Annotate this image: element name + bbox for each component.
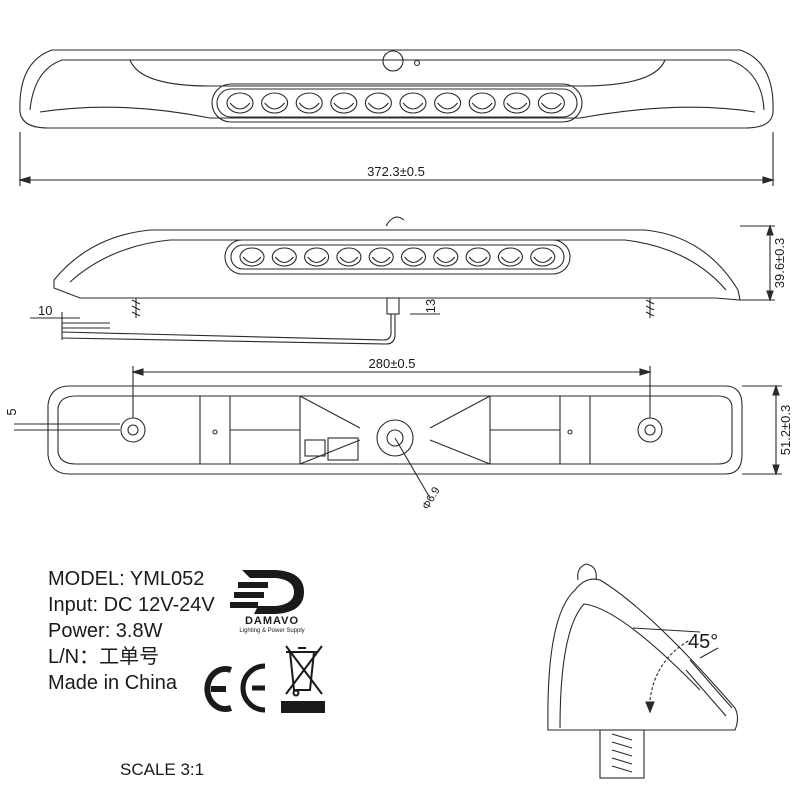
led-lens-detail xyxy=(471,102,493,110)
led-lens xyxy=(537,92,565,114)
bottom-dimensions xyxy=(14,366,782,499)
led-lens xyxy=(400,247,427,267)
led-lens xyxy=(468,92,496,114)
led-lens-detail xyxy=(500,256,520,264)
damavo-logo: DAMAVO Lighting & Power Supply xyxy=(230,570,305,634)
led-lens-detail xyxy=(533,256,553,264)
led-lens xyxy=(530,247,556,267)
top-length-label: 372.3±0.5 xyxy=(367,164,425,179)
led-lens-detail xyxy=(437,102,459,110)
led-lens-detail xyxy=(274,256,294,264)
spec-list: MODEL: YML052 Input: DC 12V-24V Power: 3… xyxy=(48,566,215,696)
led-lens xyxy=(433,247,459,267)
brand-tagline: Lighting & Power Supply xyxy=(239,628,304,634)
led-lens xyxy=(295,92,323,114)
spec-origin: Made in China xyxy=(48,672,177,694)
side-height-label: 39.6±0.3 xyxy=(772,238,787,289)
top-view xyxy=(19,49,774,129)
top-length-dimension xyxy=(18,132,775,186)
led-lens-detail xyxy=(229,102,251,110)
led-lens xyxy=(330,92,358,114)
led-lens xyxy=(503,92,531,114)
led-lens xyxy=(497,247,523,267)
led-lens xyxy=(434,92,462,114)
led-lens-detail xyxy=(264,102,286,110)
led-lens-detail xyxy=(468,256,488,264)
uk-ca-mark-icon xyxy=(204,666,233,712)
led-lens xyxy=(239,247,265,267)
ce-mark-icon xyxy=(240,663,266,713)
bottom-spacing-label: 280±0.5 xyxy=(369,356,416,371)
weee-crossed-bin-icon xyxy=(281,645,325,713)
side-view xyxy=(53,216,741,345)
center-cable-hole xyxy=(376,419,414,457)
angle-label: 45° xyxy=(688,631,718,653)
led-lens-detail xyxy=(307,256,327,264)
side-lead-label: 10 xyxy=(38,303,52,318)
led-lens-detail xyxy=(404,256,423,264)
side-led-row xyxy=(239,247,556,267)
bottom-offset-label: 5 xyxy=(4,408,19,415)
brand-name: DAMAVO xyxy=(245,615,299,627)
led-lens xyxy=(399,92,427,114)
led-lens-detail xyxy=(540,102,562,110)
led-lens-detail xyxy=(506,102,528,110)
left-mount-hole xyxy=(120,417,146,443)
led-lens xyxy=(368,247,394,267)
spec-input: Input: DC 12V-24V xyxy=(48,594,215,616)
led-lens xyxy=(261,92,289,114)
led-lens-detail xyxy=(371,256,391,264)
led-lens-detail xyxy=(333,102,355,110)
led-lens xyxy=(304,247,330,267)
bottom-view xyxy=(47,385,743,475)
led-lens xyxy=(364,92,392,114)
led-lens-detail xyxy=(298,102,320,110)
led-lens xyxy=(271,247,297,267)
spec-power: Power: 3.8W xyxy=(48,620,163,642)
bottom-height-label: 51.2±0.3 xyxy=(778,405,793,456)
scale-label: SCALE 3:1 xyxy=(120,760,205,779)
side-dimensions xyxy=(30,224,775,340)
spec-ln: L/N：工单号 xyxy=(48,646,160,668)
d-logo-icon xyxy=(230,570,304,614)
top-led-row xyxy=(226,92,565,114)
led-lens-detail xyxy=(436,256,456,264)
top-sensor xyxy=(382,50,404,72)
led-lens-detail xyxy=(367,102,389,110)
profile-view xyxy=(547,563,739,779)
side-stem-label: 13 xyxy=(423,299,438,313)
led-lens xyxy=(465,247,491,267)
led-lens-detail xyxy=(242,256,262,264)
led-lens xyxy=(226,92,254,114)
right-mount-hole xyxy=(637,417,663,443)
led-lens-detail xyxy=(339,256,359,264)
led-lens-detail xyxy=(402,102,424,110)
spec-model: MODEL: YML052 xyxy=(48,568,205,590)
hole-dia-label: Φ6.9 xyxy=(420,485,442,512)
led-lens xyxy=(336,247,362,267)
